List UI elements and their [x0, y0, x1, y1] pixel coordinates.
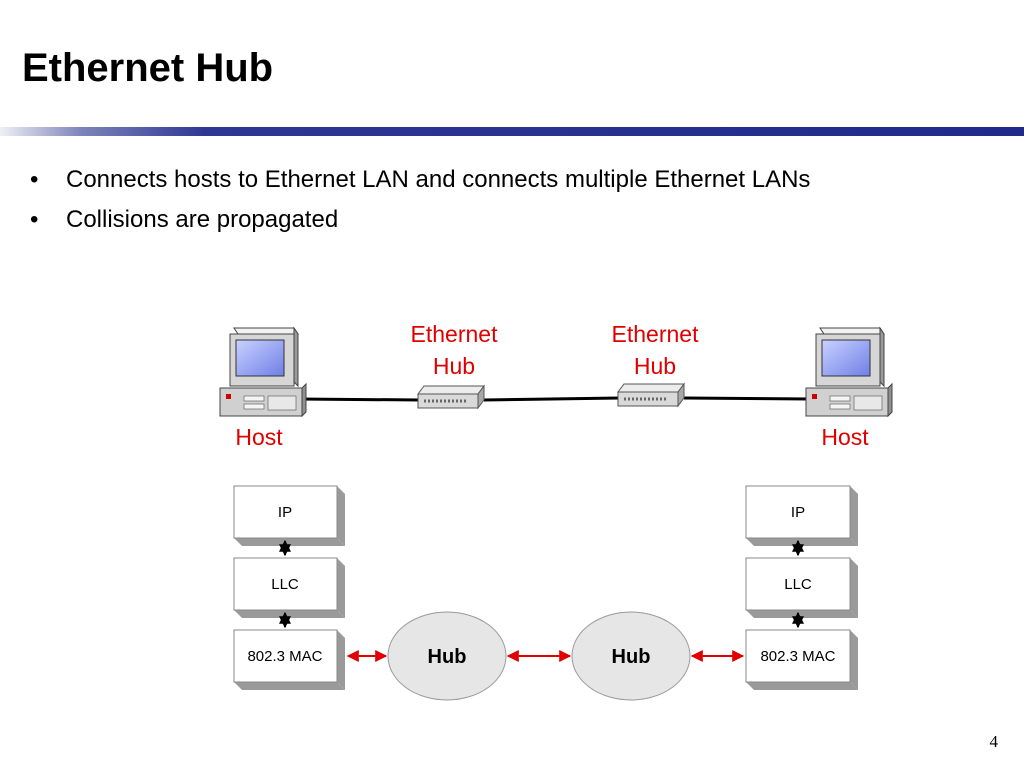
- slide-title: Ethernet Hub: [22, 46, 274, 90]
- protocol-stack-left: IP LLC 802.3 MAC: [233, 485, 345, 690]
- bullet-text: Connects hosts to Ethernet LAN and conne…: [66, 166, 811, 193]
- ethernet-hub-label: Hub: [433, 353, 475, 379]
- protocol-box-ip: IP: [745, 485, 858, 546]
- bullet-text: Collisions are propagated: [66, 206, 339, 233]
- protocol-box-mac: 802.3 MAC: [745, 629, 858, 690]
- bullet-item: • Collisions are propagated: [30, 200, 810, 240]
- protocol-label: 802.3 MAC: [760, 648, 835, 665]
- bullet-item: • Connects hosts to Ethernet LAN and conn…: [30, 160, 810, 200]
- protocol-label: LLC: [784, 576, 812, 593]
- protocol-label: 802.3 MAC: [247, 648, 322, 665]
- ethernet-hub-label: Ethernet: [612, 321, 700, 347]
- host-label: Host: [235, 424, 283, 450]
- host-label: Host: [821, 424, 869, 450]
- page-number: 4: [989, 732, 999, 751]
- protocol-box-llc: LLC: [745, 557, 858, 618]
- hub-node-label: Hub: [612, 646, 651, 668]
- protocol-box-llc: LLC: [233, 557, 345, 618]
- host-computer-icon: [805, 326, 893, 418]
- hub-node: [387, 611, 507, 701]
- ethernet-hub-icon: [417, 384, 485, 410]
- ethernet-hub-label: Ethernet: [411, 321, 499, 347]
- ethernet-hub-label: Hub: [634, 353, 676, 379]
- protocol-label: LLC: [271, 576, 299, 593]
- bullet-dot: •: [30, 166, 39, 193]
- hub-node: [571, 611, 691, 701]
- ethernet-hub-icon: [617, 382, 685, 408]
- bullet-dot: •: [30, 206, 39, 233]
- network-cable: [297, 396, 811, 402]
- protocol-box-mac: 802.3 MAC: [233, 629, 345, 690]
- protocol-label: IP: [791, 504, 805, 521]
- title-divider: [0, 127, 1024, 136]
- protocol-stack-right: IP LLC 802.3 MAC: [745, 485, 858, 690]
- host-computer-icon: [219, 326, 307, 418]
- hub-node-label: Hub: [428, 646, 467, 668]
- protocol-box-ip: IP: [233, 485, 345, 546]
- protocol-label: IP: [278, 504, 292, 521]
- bullet-list: • Connects hosts to Ethernet LAN and conn…: [30, 160, 810, 240]
